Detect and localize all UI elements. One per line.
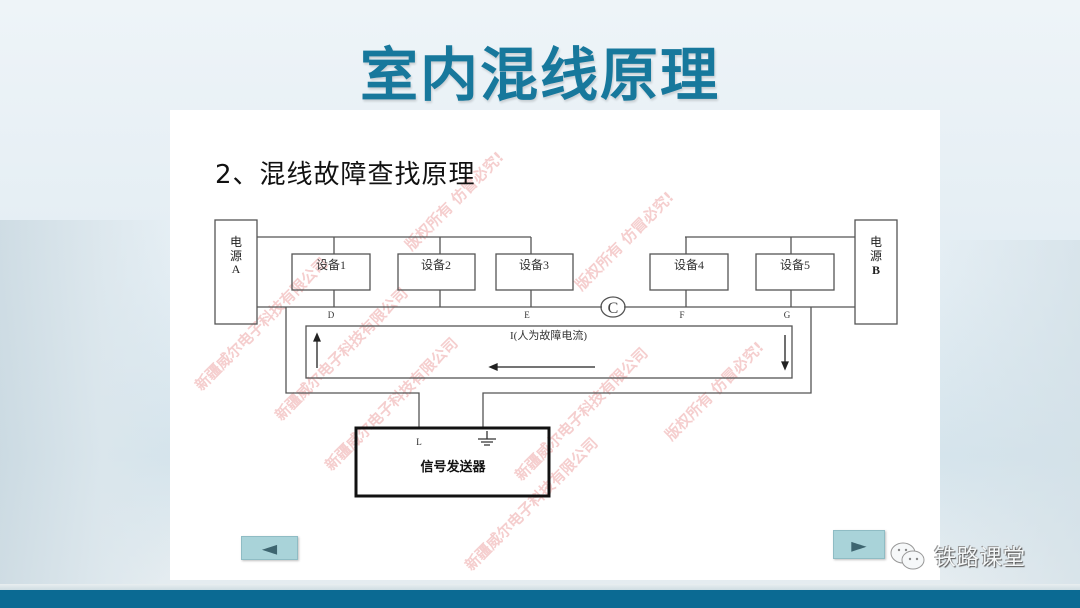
terminal-l-label: L [416,437,422,447]
slide-title: 室内混线原理 [359,41,720,109]
device-4-box [649,253,729,291]
device-2-label: 设备2 [421,258,451,272]
node-f-label: F [679,310,684,320]
signal-generator-box [354,426,551,498]
power-b-label: 电 [870,235,882,249]
power-a-label: 源 [230,249,242,263]
power-b-label: B [872,263,880,277]
power-b-label: 源 [870,249,882,263]
ground-icon [478,431,496,446]
device-1-box [291,253,371,291]
device-wires [333,237,792,307]
device-5-label: 设备5 [780,258,810,272]
background-city [0,220,170,590]
current-label: I(人为故障电流) [510,328,587,342]
node-e-label: E [524,310,530,320]
power-a-box [214,219,258,325]
power-a-label: A [232,262,241,276]
node-g-label: G [784,310,791,320]
device-3-box [495,253,574,291]
footer-highlight [0,584,1080,590]
previous-slide-button[interactable]: ◄ [241,536,298,560]
footer-bar [0,590,1080,608]
current-loop [305,325,793,379]
device-5-box [755,253,835,291]
brand-watermark: 铁路课堂 [888,540,1026,572]
device-4-label: 设备4 [674,258,704,272]
fault-marker-label: C [608,300,619,317]
power-b-box [854,219,898,325]
device-1-label: 设备1 [316,258,346,272]
power-a-label: 电 [230,235,242,249]
next-slide-button[interactable]: ► [833,530,885,559]
device-3-label: 设备3 [519,258,549,272]
wechat-icon [890,542,925,570]
generator-wires [285,307,812,428]
brand-name: 铁路课堂 [934,546,1027,571]
current-arrows [313,332,789,371]
content-panel [170,110,940,580]
device-2-box [397,253,476,291]
section-heading: 2、混线故障查找原理 [215,160,476,190]
bus-lines [257,236,855,308]
signal-generator-label: 信号发送器 [420,459,486,475]
node-d-label: D [328,310,335,320]
background-city [940,240,1080,590]
fault-marker [600,296,626,318]
